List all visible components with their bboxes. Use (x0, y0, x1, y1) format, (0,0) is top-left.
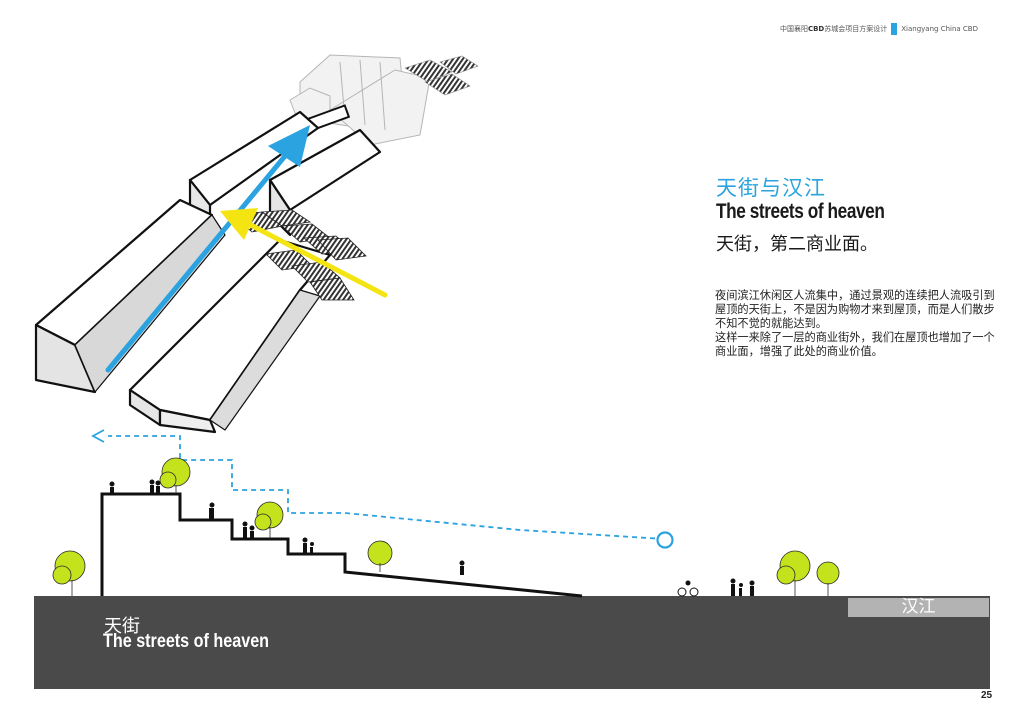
yellow-flow-arrow-line (242, 219, 388, 298)
roof-stairs (231, 209, 367, 301)
ground-label-english: The streets of heaven (103, 631, 270, 652)
header-project-en: Xiangyang China CBD (901, 25, 978, 33)
page-header: 中国襄阳 CBD 苏城会项目方案设计 Xiangyang China CBD (780, 22, 978, 36)
dashed-flow-path (108, 435, 665, 540)
background-buildings (289, 54, 431, 146)
trees (52, 457, 840, 596)
section-diagram (34, 429, 990, 689)
header-project-prefix: 中国襄阳 (779, 25, 808, 33)
dashed-flow-arrowhead (91, 429, 105, 443)
blue-flow-arrowhead (268, 125, 310, 167)
background-stairs (404, 55, 479, 96)
river-label: 汉江 (848, 598, 989, 617)
title-chinese: 天街与汉江 (716, 176, 826, 200)
header-project-cbd: CBD (807, 25, 825, 33)
people (109, 479, 755, 597)
header-accent-bar (891, 23, 898, 35)
description-paragraph-2: 这样一来除了一层的商业街外，我们在屋顶也增加了一个商业面，增强了此处的商业价值。 (715, 331, 995, 358)
description-text: 夜间滨江休闲区人流集中，通过景观的连续把人流吸引到屋顶的天街上，不是因为购物才来… (715, 289, 997, 359)
ground-section (34, 596, 990, 689)
lower-building-block (34, 198, 332, 434)
page-number: 25 (981, 690, 993, 701)
flow-origin-circle (656, 531, 674, 549)
description-paragraph-1: 夜间滨江休闲区人流集中，通过景观的连续把人流吸引到屋顶的天街上，不是因为购物才来… (715, 289, 995, 330)
header-project-suffix: 苏城会项目方案设计 (824, 25, 888, 33)
axonometric-building-diagram (34, 54, 479, 434)
ground-label-chinese: 天街 (104, 616, 140, 637)
stepped-roof-profile (100, 492, 583, 598)
blue-flow-arrow-line (105, 147, 293, 373)
title-english: The streets of heaven (716, 200, 885, 223)
upper-building-block (188, 110, 382, 237)
title-subtitle: 天街，第二商业面。 (716, 234, 878, 255)
yellow-flow-arrowhead (220, 208, 258, 240)
